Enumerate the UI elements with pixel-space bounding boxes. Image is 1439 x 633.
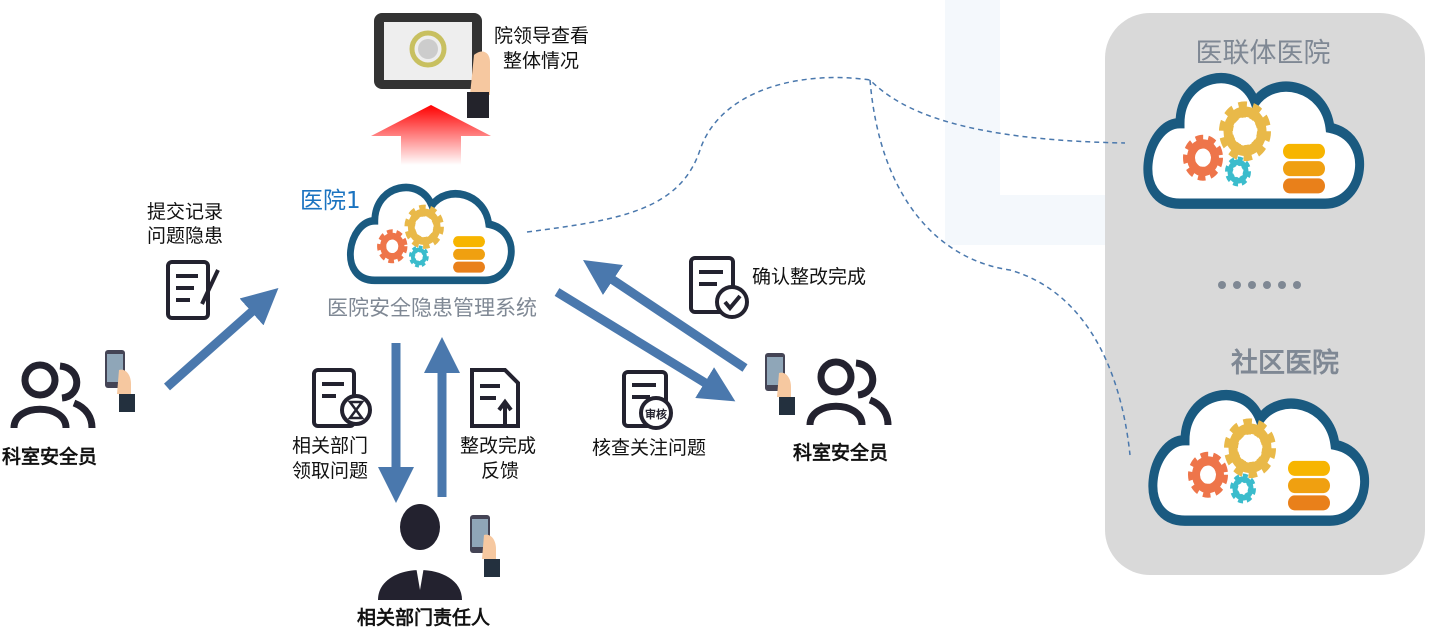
- upload-document-icon: [470, 368, 520, 428]
- phone-icon: [765, 353, 795, 415]
- feedback-label-line1: 整改完成: [460, 435, 536, 457]
- arrow-submit: [164, 288, 279, 391]
- claim-label-line1: 相关部门: [292, 435, 368, 457]
- review-label: 核查关注问题: [592, 437, 706, 459]
- leader-label-line2: 整体情况: [503, 50, 579, 72]
- alliance-hospital-label: 医联体医院: [1196, 38, 1331, 69]
- up-arrow-red: [371, 105, 491, 165]
- hospital-name: 医院1: [300, 188, 361, 214]
- system-name: 医院安全隐患管理系统: [327, 296, 537, 320]
- safety-officer-left-icon: [14, 365, 92, 428]
- tablet-icon: [374, 13, 490, 118]
- hourglass-document-icon: [312, 368, 372, 428]
- check-document-icon: [689, 256, 749, 319]
- claim-label-line2: 领取问题: [292, 460, 368, 482]
- audit-badge-text: 审核: [645, 407, 667, 421]
- background-shape: [945, 0, 1150, 245]
- phone-icon: [105, 350, 135, 412]
- audit-document-icon: [622, 370, 673, 430]
- community-hospital-label: 社区医院: [1231, 347, 1339, 379]
- department-head-icon: [378, 504, 462, 600]
- ellipsis-dots: [1218, 281, 1301, 289]
- flow-arrows: [164, 260, 748, 503]
- hospital-cloud-icon: [350, 187, 511, 280]
- arrow-confirm: [583, 260, 748, 372]
- right-actor-label: 科室安全员: [793, 441, 888, 464]
- confirm-label: 确认整改完成: [752, 266, 866, 288]
- edit-document-icon: [166, 260, 220, 320]
- left-actor-label: 科室安全员: [2, 445, 97, 468]
- bottom-actor-label: 相关部门责任人: [357, 606, 491, 629]
- dashed-link-community: [869, 79, 1131, 456]
- leader-label-line1: 院领导查看: [494, 25, 589, 47]
- phone-icon: [470, 515, 500, 577]
- arrow-review: [554, 288, 736, 402]
- submit-label-line1: 提交记录: [147, 201, 223, 223]
- dashed-link-alliance: [526, 76, 1126, 233]
- submit-label-line2: 问题隐患: [147, 225, 223, 247]
- safety-officer-right-icon: [810, 362, 888, 425]
- feedback-label-line2: 反馈: [481, 460, 519, 482]
